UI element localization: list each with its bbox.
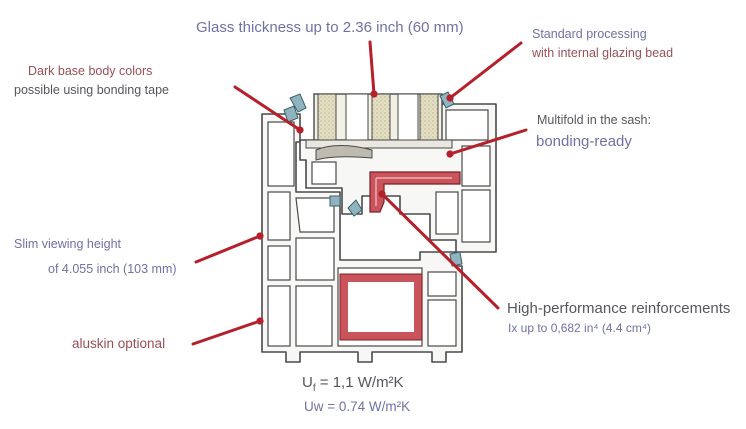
label-uw-value: Uw = 0.74 W/m²K	[304, 399, 411, 414]
label-standard-line2: with internal glazing bead	[532, 46, 674, 60]
arrow-multifold	[446, 128, 528, 158]
insulated-glass-unit	[305, 93, 453, 161]
label-reinforcement-line2: Ix up to 0,682 in⁴ (4.4 cm⁴)	[508, 321, 652, 335]
label-standard-line1: Standard processing	[532, 27, 647, 41]
label-dark-colors-line2: possible using bonding tape	[14, 83, 169, 97]
arrow-glass-thickness	[368, 40, 378, 98]
label-dark-colors-line1: Dark base body colors	[28, 64, 153, 78]
label-multifold-line1: Multifold in the sash:	[537, 113, 651, 127]
arrow-dark-colors	[233, 85, 304, 134]
label-aluskin: aluskin optional	[72, 336, 166, 351]
label-slim-line2: of 4.055 inch (103 mm)	[48, 262, 177, 276]
arrow-slim-height	[194, 232, 264, 264]
arrow-reinforcement	[378, 190, 500, 310]
uf-number: = 1,1 W/m²K	[315, 374, 404, 391]
callout-arrows	[191, 40, 528, 346]
uf-symbol: U	[302, 374, 313, 391]
label-slim-line1: Slim viewing height	[14, 237, 121, 251]
label-reinforcement-line1: High-performance reinforcements	[507, 300, 731, 317]
arrow-standard-processing	[446, 41, 523, 102]
label-glass-thickness: Glass thickness up to 2.36 inch (60 mm)	[196, 19, 464, 36]
steel-reinforcement	[339, 171, 461, 341]
arrow-aluskin	[191, 317, 264, 346]
label-multifold-line2: bonding-ready	[536, 133, 632, 150]
label-uf-value: Uf = 1,1 W/m²K	[302, 375, 404, 394]
sash-chambers	[311, 109, 491, 243]
uf-subscript: f	[312, 383, 316, 394]
